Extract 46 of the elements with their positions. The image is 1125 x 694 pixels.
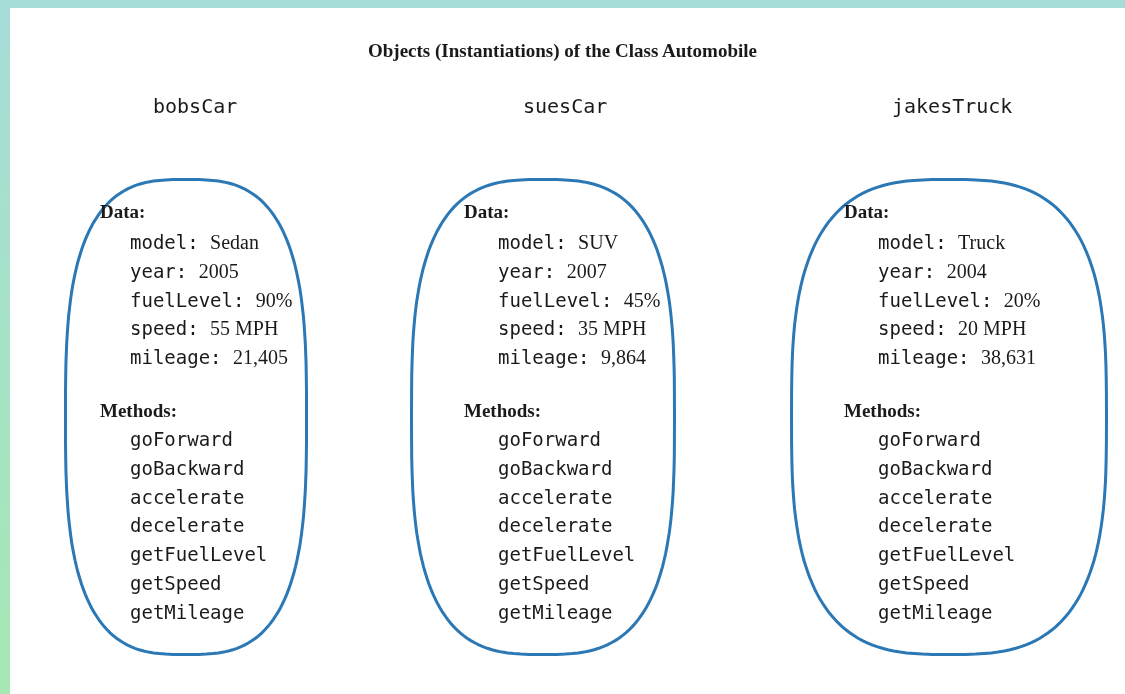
- method-name: accelerate: [130, 487, 245, 507]
- attribute-value: mileage: 21,405: [130, 347, 288, 368]
- object-name: bobsCar: [153, 96, 238, 116]
- method-name: goForward: [130, 430, 233, 449]
- method-name: accelerate: [878, 487, 993, 507]
- method-name: getMileage: [130, 602, 245, 622]
- method-name: getSpeed: [130, 574, 222, 593]
- attribute-value: year: 2004: [878, 260, 987, 281]
- method-name: decelerate: [498, 516, 613, 536]
- object-name: suesCar: [523, 96, 608, 116]
- attribute-value: model: Truck: [878, 232, 1006, 252]
- attribute-value: model: Sedan: [130, 232, 259, 252]
- method-name: getSpeed: [498, 574, 590, 593]
- attribute-value: fuelLevel: 90%: [130, 289, 293, 310]
- method-name: getFuelLevel: [878, 545, 1016, 565]
- attribute-value: speed: 20 MPH: [878, 318, 1027, 339]
- method-name: goBackward: [130, 458, 245, 478]
- attribute-value: fuelLevel: 45%: [498, 289, 661, 310]
- section-heading: Methods:: [100, 401, 178, 420]
- attribute-value: year: 2005: [130, 260, 239, 281]
- attribute-value: speed: 35 MPH: [498, 318, 647, 339]
- method-name: goBackward: [878, 458, 993, 478]
- method-name: decelerate: [878, 516, 993, 536]
- attribute-value: fuelLevel: 20%: [878, 289, 1041, 310]
- section-heading: Data:: [100, 202, 146, 221]
- method-name: accelerate: [498, 487, 613, 507]
- attribute-value: mileage: 9,864: [498, 347, 646, 368]
- method-name: goBackward: [498, 458, 613, 478]
- section-heading: Methods:: [844, 401, 922, 420]
- attribute-value: year: 2007: [498, 260, 607, 281]
- section-heading: Data:: [464, 202, 510, 221]
- method-name: getMileage: [878, 602, 993, 622]
- method-name: getMileage: [498, 602, 613, 622]
- section-heading: Methods:: [464, 401, 542, 420]
- method-name: getFuelLevel: [498, 545, 636, 565]
- object-name: jakesTruck: [892, 96, 1013, 116]
- method-name: getFuelLevel: [130, 545, 268, 565]
- attribute-value: speed: 55 MPH: [130, 318, 279, 339]
- method-name: goForward: [878, 430, 981, 449]
- method-name: getSpeed: [878, 574, 970, 593]
- section-heading: Data:: [844, 202, 890, 221]
- method-name: goForward: [498, 430, 601, 449]
- method-name: decelerate: [130, 516, 245, 536]
- attribute-value: model: SUV: [498, 232, 619, 252]
- attribute-value: mileage: 38,631: [878, 347, 1036, 368]
- diagram-title: Objects (Instantiations) of the Class Automobile: [367, 40, 758, 62]
